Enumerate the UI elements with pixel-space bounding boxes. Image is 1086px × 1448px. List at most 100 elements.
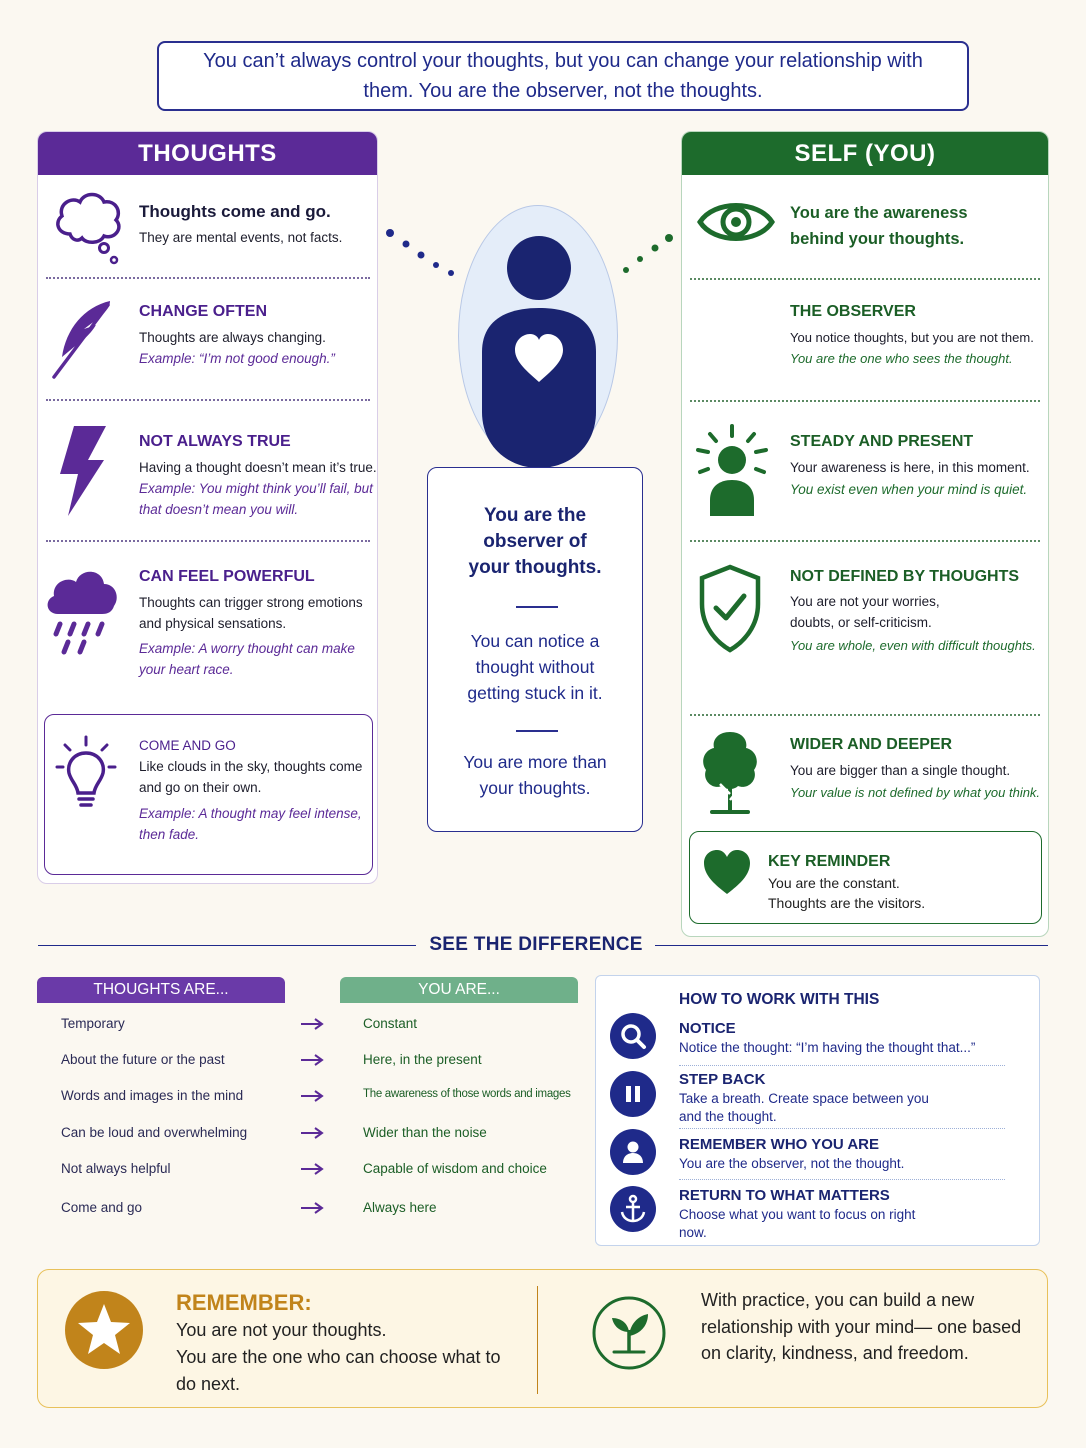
self-item-title: NOT DEFINED BY THOUGHTS	[790, 568, 1020, 585]
thoughts-item-example: Example: You might think you’ll fail, bu…	[139, 481, 373, 517]
self-header: SELF (YOU)	[682, 132, 1048, 175]
how-to-title: HOW TO WORK WITH THIS	[679, 991, 880, 1008]
key-reminder-box: KEY REMINDER You are the constant. Thoug…	[689, 831, 1042, 924]
self-item-3: STEADY AND PRESENT Your awareness is her…	[682, 404, 1048, 534]
self-item-desc: You are bigger than a single thought.	[790, 763, 1011, 778]
thoughts-panel: THOUGHTS Thoughts come and go. They are …	[37, 131, 378, 884]
key-reminder-line-1: You are the constant.	[768, 875, 900, 891]
center-text-2: You are more than your thoughts.	[463, 752, 607, 798]
arrow-right-icon	[301, 1127, 324, 1139]
step-desc: Choose what you want to focus on right n…	[679, 1207, 916, 1240]
remember-box: REMEMBER: You are not your thoughts. You…	[37, 1269, 1048, 1408]
remember-divider	[537, 1286, 538, 1394]
self-item-2: THE OBSERVER You notice thoughts, but yo…	[682, 282, 1048, 397]
divider	[46, 399, 370, 401]
heart-icon	[704, 850, 750, 894]
self-item-example: You exist even when your mind is quiet.	[790, 482, 1028, 497]
how-to-step-step-back: STEP BACK Take a breath. Create space be…	[679, 1070, 1009, 1126]
star-icon	[65, 1291, 143, 1369]
divider	[679, 1179, 1005, 1180]
how-to-step-remember: REMEMBER WHO YOU ARE You are the observe…	[679, 1135, 1009, 1173]
self-item-4: NOT DEFINED BY THOUGHTS You are not your…	[682, 544, 1048, 704]
key-reminder-line-2: Thoughts are the visitors.	[768, 895, 926, 911]
divider-line-right	[655, 945, 1048, 946]
center-divider	[516, 730, 558, 732]
divider	[679, 1128, 1005, 1129]
person-heart-icon	[482, 236, 596, 468]
shield-check-icon	[699, 564, 761, 653]
thoughts-item-title: CHANGE OFTEN	[139, 303, 267, 320]
thoughts-are-header: THOUGHTS ARE...	[37, 977, 285, 1003]
self-item-desc: You notice thoughts, but you are not the…	[790, 330, 1034, 345]
thoughts-item-5: COME AND GO Like clouds in the sky, thou…	[44, 714, 373, 875]
how-to-panel: HOW TO WORK WITH THIS NOTICE Notice the …	[595, 975, 1040, 1246]
remember-text: You are not your thoughts. You are the o…	[176, 1317, 506, 1398]
thoughts-item-title: CAN FEEL POWERFUL	[139, 568, 315, 585]
connector-dots-right	[623, 234, 673, 273]
self-item-title: WIDER AND DEEPER	[790, 736, 953, 753]
thoughts-item-4: CAN FEEL POWERFUL Thoughts can trigger s…	[38, 544, 378, 704]
thoughts-are-item: Can be loud and overwhelming	[61, 1125, 248, 1140]
remember-title: REMEMBER:	[176, 1290, 312, 1315]
divider	[690, 714, 1040, 716]
search-icon	[610, 1013, 656, 1059]
self-item-example: You are the one who sees the thought.	[790, 351, 1013, 366]
how-to-step-return: RETURN TO WHAT MATTERS Choose what you w…	[679, 1186, 1009, 1242]
thoughts-header: THOUGHTS	[38, 132, 377, 175]
key-reminder-title: KEY REMINDER	[768, 853, 891, 870]
thoughts-item-example: Example: “I’m not good enough.”	[139, 351, 335, 366]
thoughts-item-example: Example: A thought may feel intense, the…	[139, 806, 362, 842]
you-are-item: Constant	[363, 1016, 418, 1031]
thoughts-item-title: NOT ALWAYS TRUE	[139, 433, 291, 450]
thoughts-item-title: Thoughts come and go.	[139, 202, 331, 221]
thoughts-item-desc: They are mental events, not facts.	[139, 230, 343, 245]
thoughts-item-example: Example: A worry thought can make your h…	[139, 641, 355, 677]
anchor-icon	[610, 1186, 656, 1232]
thoughts-item-title: COME AND GO	[139, 738, 236, 753]
thoughts-are-item: Not always helpful	[61, 1161, 171, 1176]
thoughts-are-item: Temporary	[61, 1016, 125, 1031]
self-item-title: You are the awareness behind your though…	[790, 204, 968, 248]
self-item-title: STEADY AND PRESENT	[790, 433, 974, 450]
how-to-step-notice: NOTICE Notice the thought: “I’m having t…	[679, 1019, 1009, 1057]
thoughts-are-item: About the future or the past	[61, 1052, 225, 1067]
self-item-5: WIDER AND DEEPER You are bigger than a s…	[682, 718, 1048, 828]
step-title: NOTICE	[679, 1020, 736, 1037]
thoughts-item-desc: Having a thought doesn’t mean it’s true.	[139, 460, 377, 475]
intro-banner: You can’t always control your thoughts, …	[157, 41, 969, 111]
divider-line-left	[38, 945, 416, 946]
center-divider	[516, 606, 558, 608]
self-item-example: Your value is not defined by what you th…	[790, 785, 1041, 800]
intro-text: You can’t always control your thoughts, …	[203, 50, 923, 102]
self-panel: SELF (YOU) You are the awareness behind …	[681, 131, 1049, 937]
thoughts-item-1: Thoughts come and go. They are mental ev…	[38, 132, 378, 272]
divider	[690, 278, 1040, 280]
step-desc: Take a breath. Create space between you …	[679, 1091, 929, 1124]
pause-icon	[610, 1071, 656, 1117]
connector-dots-left	[386, 229, 454, 276]
difference-title: SEE THE DIFFERENCE	[429, 934, 643, 955]
you-are-item: Capable of wisdom and choice	[363, 1161, 547, 1176]
divider	[46, 540, 370, 542]
thoughts-item-desc: Thoughts are always changing.	[139, 330, 326, 345]
thoughts-item-desc: Like clouds in the sky, thoughts come an…	[139, 759, 363, 795]
you-are-item: The awareness of those words and images	[363, 1088, 571, 1100]
sprout-icon	[592, 1296, 666, 1370]
divider	[46, 277, 370, 279]
arrow-right-icon	[301, 1202, 324, 1214]
step-title: STEP BACK	[679, 1071, 766, 1088]
arrow-right-icon	[301, 1018, 324, 1030]
eye-icon	[697, 203, 775, 241]
self-item-example: You are whole, even with difficult thoug…	[790, 638, 1036, 653]
self-item-title: THE OBSERVER	[790, 303, 916, 320]
center-heading: You are the observer of your thoughts.	[468, 505, 602, 578]
step-title: REMEMBER WHO YOU ARE	[679, 1136, 880, 1153]
divider	[679, 1065, 1005, 1066]
thought-cloud-icon	[56, 192, 121, 265]
you-are-item: Always here	[363, 1200, 437, 1215]
divider	[690, 400, 1040, 402]
divider	[690, 540, 1040, 542]
remember-line-2: You are the one who can choose what to d…	[176, 1347, 501, 1394]
center-text-1: You can notice a thought without getting…	[467, 631, 603, 703]
self-item-desc: You are not your worries, doubts, or sel…	[790, 594, 940, 630]
